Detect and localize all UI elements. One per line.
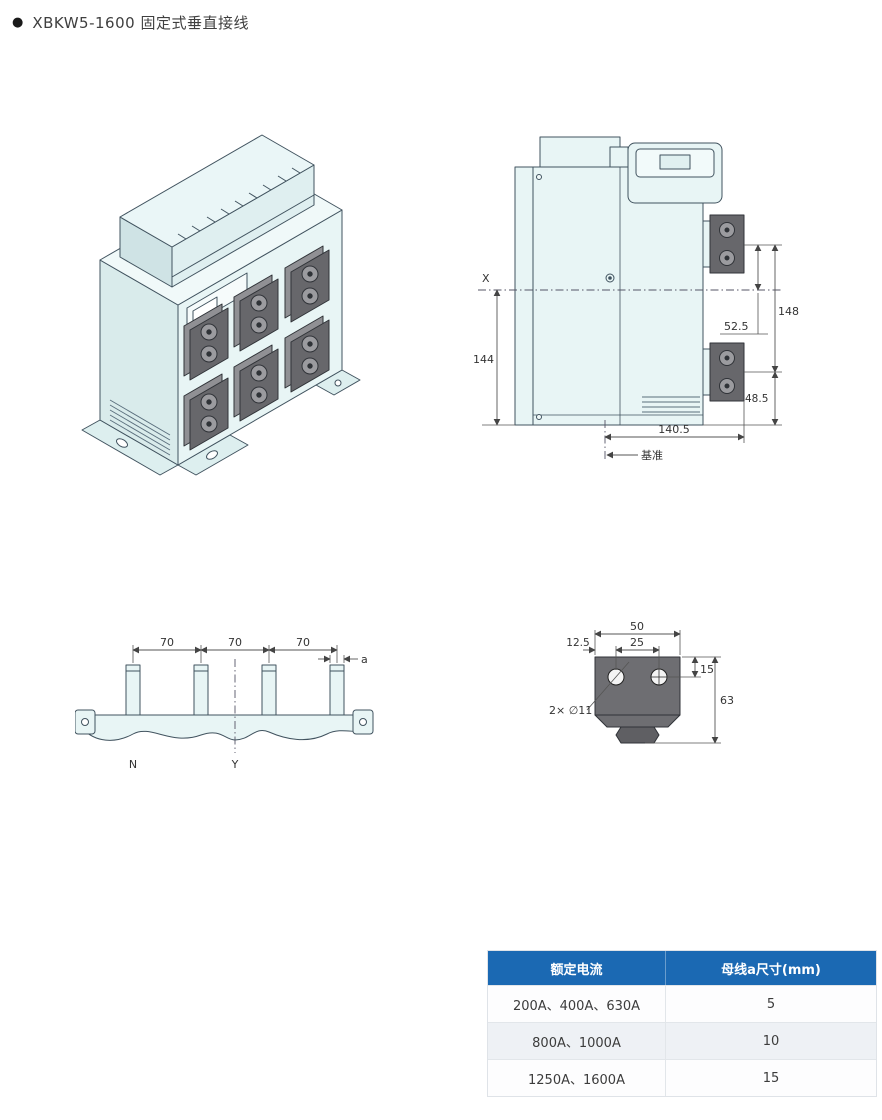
terminal-block: [709, 342, 745, 402]
cell-rated-current: 800A、1000A: [488, 1023, 666, 1059]
pivot-and-screws: [536, 174, 615, 420]
hole-note-callout: 2× ∅11: [549, 661, 630, 717]
page-title-text: XBKW5-1600 固定式垂直接线: [32, 14, 249, 32]
dim-70-label: 70: [296, 636, 310, 649]
dimension-25: 25: [615, 636, 660, 670]
hole-note-label: 2× ∅11: [549, 704, 592, 717]
dim-12-5-label: 12.5: [566, 637, 589, 649]
terminal-blocks: [183, 245, 330, 451]
cell-rated-current: 1250A、1600A: [488, 1060, 666, 1096]
busbar-width-dimension: a: [318, 653, 368, 666]
terminal-block: [284, 315, 330, 393]
dim-50-label: 50: [630, 620, 644, 633]
terminal-block: [183, 303, 229, 381]
table-header-row: 额定电流 母线a尺寸(mm): [488, 951, 876, 985]
dimension-15: 15: [667, 656, 714, 678]
dimension-140-5: 140.5: [604, 401, 745, 443]
side-vent-grille: [109, 399, 171, 456]
cell-bus-size: 5: [766, 996, 776, 1012]
dim-148-label: 148: [778, 305, 799, 318]
table-row: 800A、1000A 10: [488, 1022, 876, 1059]
busbar-terminals: [125, 664, 345, 716]
table-header-bus-size: 母线a尺寸(mm): [721, 962, 821, 978]
dim-52-5-label: 52.5: [724, 320, 749, 333]
dimension-63: 63: [645, 656, 734, 744]
terminal-detail-drawing: 2× ∅11 50 25 12.5 15 63: [549, 620, 734, 744]
datum-callout: 基准: [606, 449, 663, 462]
front-label-recess: [186, 272, 248, 329]
dim-15-label: 15: [700, 663, 714, 676]
cover-vent-slots: [177, 167, 301, 240]
dim-70-label: 70: [160, 636, 174, 649]
dimension-148: 148: [744, 244, 799, 373]
dim-63-label: 63: [720, 694, 734, 707]
cell-bus-size: 15: [762, 1070, 780, 1086]
terminal-block-detail: [594, 656, 681, 744]
dim-a-label: a: [361, 653, 368, 666]
side-view-drawing: X 144 52.5 148 48.5: [473, 136, 799, 462]
breaker-side-body: [514, 136, 723, 426]
terminal-block: [284, 245, 330, 323]
terminal-block: [709, 214, 745, 274]
axis-label-x: X: [482, 272, 490, 285]
page-title: ● XBKW5-1600 固定式垂直接线: [12, 12, 249, 33]
dim-25-label: 25: [630, 636, 644, 649]
terminal-block: [233, 274, 279, 352]
dimension-48-5: 48.5: [703, 371, 782, 426]
side-terminal-blocks: [709, 214, 745, 402]
table-row: 200A、400A、630A 5: [488, 985, 876, 1022]
datum-label: 基准: [641, 449, 663, 462]
spec-table: 额定电流 母线a尺寸(mm) 200A、400A、630A 5 800A、100…: [487, 950, 877, 1097]
terminal-block: [233, 344, 279, 422]
dim-70-label: 70: [228, 636, 242, 649]
bottom-vent-louvers: [642, 396, 700, 413]
dimension-144: 144: [473, 289, 515, 426]
dim-48-5-label: 48.5: [745, 393, 768, 405]
table-header-rated-current: 额定电流: [488, 951, 666, 985]
dim-144-label: 144: [473, 353, 494, 366]
center-label: Y: [231, 758, 239, 771]
neutral-label: N: [129, 758, 137, 771]
terminal-block: [183, 373, 229, 451]
busbar-rail: [75, 709, 374, 741]
dimension-12-5: 12.5: [566, 637, 596, 654]
isometric-view-drawing: [81, 134, 361, 476]
dim-140-5-label: 140.5: [658, 423, 690, 436]
busbar-front-view-drawing: 70 70 70 a N Y: [75, 636, 374, 771]
table-row: 1250A、1600A 15: [488, 1059, 876, 1096]
cell-bus-size: 10: [762, 1033, 780, 1049]
pitch-dimensions: 70 70 70: [132, 636, 338, 663]
bullet-icon: ●: [12, 15, 24, 30]
arc-chute-cover: [119, 134, 315, 288]
dimension-52-5: 52.5: [720, 244, 782, 335]
cell-rated-current: 200A、400A、630A: [488, 986, 666, 1022]
